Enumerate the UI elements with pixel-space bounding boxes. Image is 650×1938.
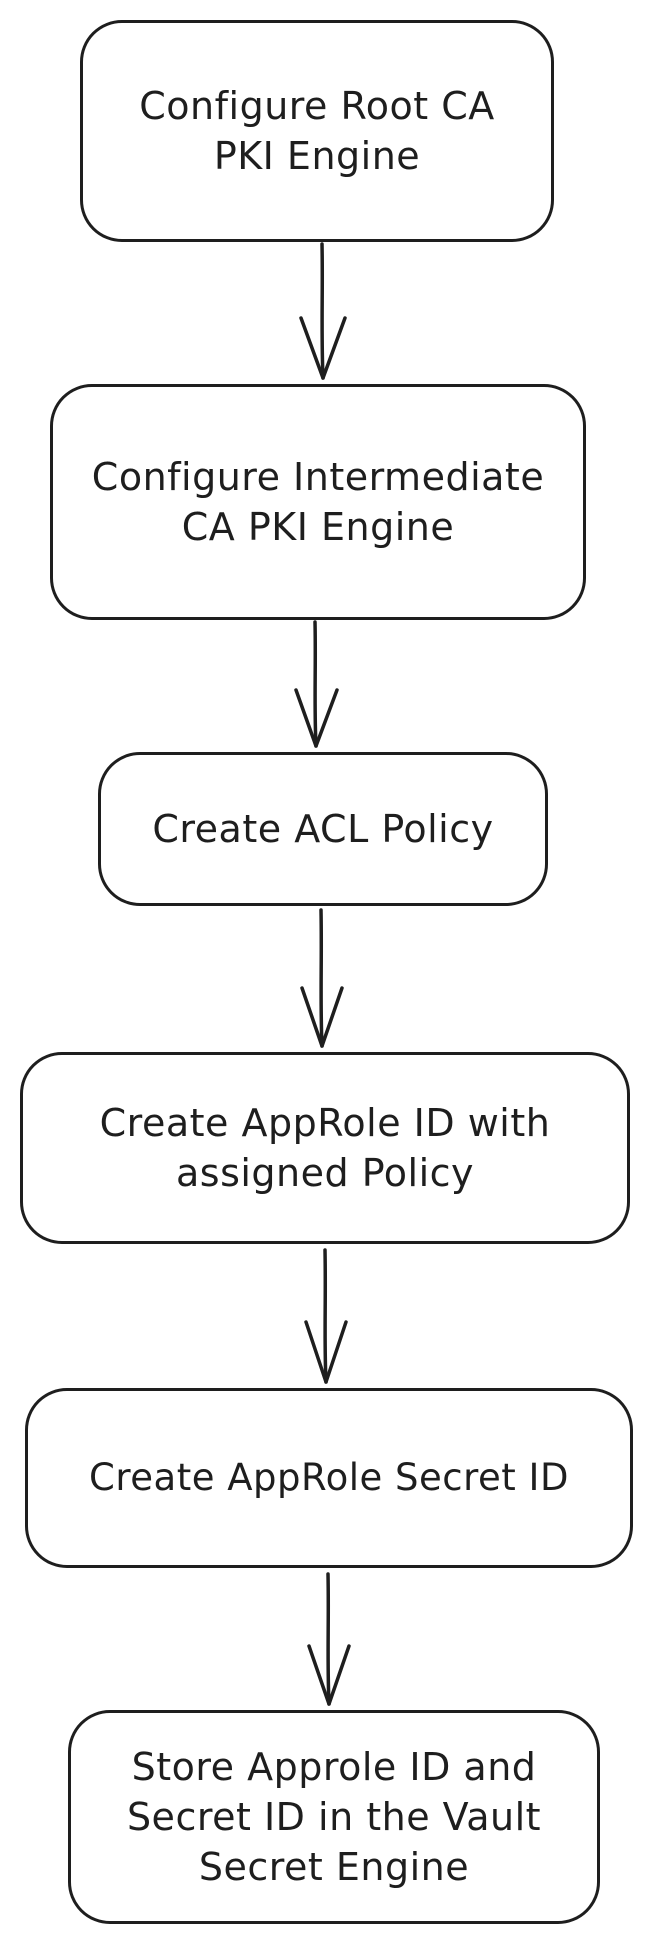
arrow-5 <box>307 1572 351 1706</box>
arrow-4 <box>304 1248 348 1384</box>
step-create-approle-secret-id: Create AppRole Secret ID <box>25 1388 633 1568</box>
step-create-approle-id: Create AppRole ID with assigned Policy <box>20 1052 630 1244</box>
step-label: Configure Root CA PKI Engine <box>139 81 494 181</box>
step-label-line: Configure Intermediate <box>91 455 545 499</box>
step-configure-root-ca: Configure Root CA PKI Engine <box>80 20 554 242</box>
step-label: Create AppRole Secret ID <box>89 1453 569 1503</box>
step-label-line: Store Approle ID and <box>131 1745 537 1789</box>
step-create-acl-policy: Create ACL Policy <box>98 752 548 906</box>
step-label: Create ACL Policy <box>152 804 493 854</box>
step-label-line: Create AppRole ID with <box>99 1101 551 1145</box>
step-label-line: Secret ID in the Vault <box>126 1795 542 1839</box>
step-label-line: assigned Policy <box>175 1151 475 1195</box>
step-configure-intermediate-ca: Configure Intermediate CA PKI Engine <box>50 384 586 620</box>
step-label-line: Create ACL Policy <box>152 807 494 851</box>
step-label-line: Create AppRole Secret ID <box>89 1456 569 1499</box>
arrow-2 <box>294 620 339 748</box>
step-label: Create AppRole ID with assigned Policy <box>100 1098 551 1198</box>
step-label-line: Configure Root CA <box>139 84 495 128</box>
step-label-line: PKI Engine <box>213 134 421 178</box>
step-label-line: CA PKI Engine <box>181 505 455 549</box>
step-label: Configure Intermediate CA PKI Engine <box>92 452 544 552</box>
step-store-approle-and-secret-id: Store Approle ID and Secret ID in the Va… <box>68 1710 600 1924</box>
step-label: Store Approle ID and Secret ID in the Va… <box>127 1742 541 1892</box>
arrow-3 <box>300 908 344 1048</box>
arrow-1 <box>299 242 347 380</box>
step-label-line: Secret Engine <box>198 1845 470 1889</box>
